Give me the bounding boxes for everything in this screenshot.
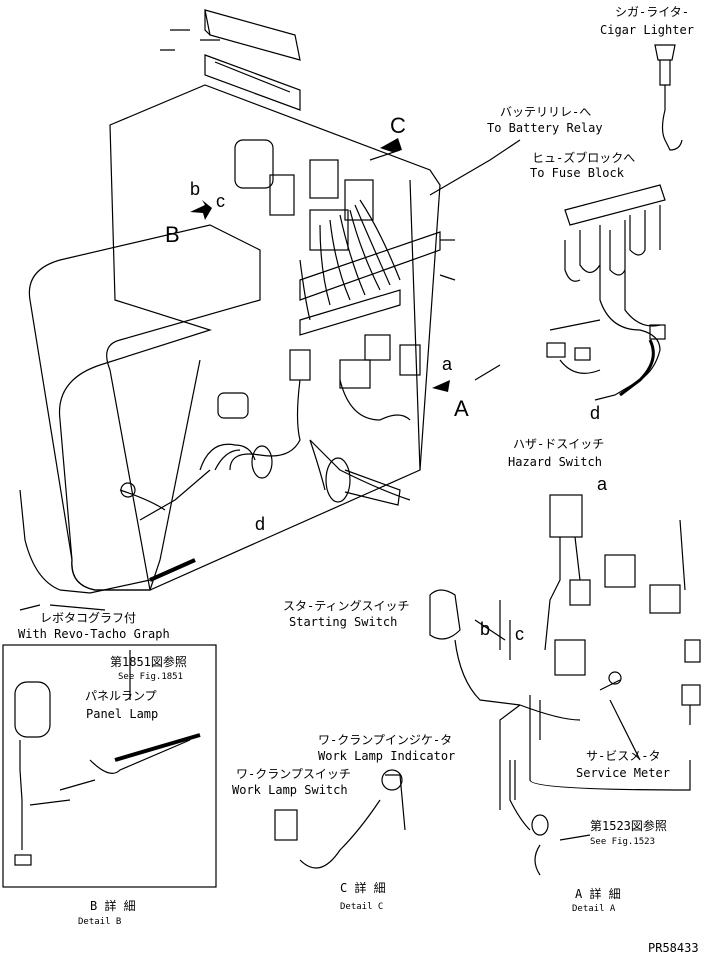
hazard-switch-jp: ハザ-ドスイッチ xyxy=(513,437,605,451)
part-number: PR58433 xyxy=(648,941,699,955)
work-lamp-switch-en: Work Lamp Switch xyxy=(232,783,348,797)
revo-tacho-en: With Revo-Tacho Graph xyxy=(18,627,170,641)
see-fig-1851-jp: 第1851図参照 xyxy=(110,655,187,669)
fuse-block-jp: ヒュ-ズブロックへ xyxy=(532,151,636,165)
cigar-lighter-en: Cigar Lighter xyxy=(600,23,694,37)
starting-switch xyxy=(429,589,461,640)
callout-B: B xyxy=(165,222,180,247)
callout-C: C xyxy=(390,113,406,138)
callout-c: c xyxy=(216,191,225,211)
meter-strip xyxy=(204,54,301,111)
fuse-block-en: To Fuse Block xyxy=(530,166,624,180)
detail-c-jp: C 詳 細 xyxy=(340,881,386,895)
service-meter-en: Service Meter xyxy=(576,766,670,780)
detail-c-en: Detail C xyxy=(340,902,384,912)
work-lamp-switch xyxy=(274,809,298,841)
arrow-a xyxy=(432,380,450,392)
terminal-bar xyxy=(299,231,441,301)
panel-lamp-en: Panel Lamp xyxy=(86,707,159,721)
see-fig-1523-jp: 第1523図参照 xyxy=(590,819,667,833)
callout-b-lower: b xyxy=(480,619,491,639)
detail-b-en: Detail B xyxy=(78,917,122,927)
hazard-switch-en: Hazard Switch xyxy=(508,455,602,469)
cigar-lighter xyxy=(654,44,676,61)
detail-a-en: Detail A xyxy=(572,904,616,914)
dashboard-panel xyxy=(58,84,441,591)
see-fig-1523-en: See Fig.1523 xyxy=(590,837,656,847)
starting-switch-en: Starting Switch xyxy=(289,615,398,629)
arrow-c xyxy=(380,138,402,152)
hazard-switch xyxy=(549,494,583,538)
callout-A: A xyxy=(454,396,469,421)
panel-lamp-jp: パネルランプ xyxy=(85,689,157,703)
revo-tacho-jp: レボタコグラフ付 xyxy=(40,611,137,625)
grommet xyxy=(325,457,351,503)
detail-a-jp: A 詳 細 xyxy=(575,887,621,901)
top-cover-bar xyxy=(204,9,301,61)
panel-side-cover xyxy=(28,224,261,591)
battery-relay-jp: バッテリリレ-へ xyxy=(500,105,592,119)
cigar-lighter-jp: シガ-ライタ- xyxy=(615,5,689,19)
service-meter-jp: サ-ビスメ-タ xyxy=(586,749,661,763)
detail-b-box xyxy=(2,644,217,888)
work-lamp-switch-jp: ワ-クランプスイッチ xyxy=(236,767,351,781)
starting-switch-jp: スタ-ティングスイッチ xyxy=(283,599,410,613)
battery-relay-en: To Battery Relay xyxy=(487,121,603,135)
callout-d: d xyxy=(255,514,266,534)
callout-c-lower: c xyxy=(515,624,524,644)
callout-b: b xyxy=(190,179,201,199)
callout-a-right: a xyxy=(597,474,608,494)
see-fig-1851-en: See Fig.1851 xyxy=(118,672,184,682)
fuse-block xyxy=(564,184,666,226)
work-lamp-indicator-jp: ワ-クランプインジケ-タ xyxy=(318,733,453,747)
callout-d-right: d xyxy=(590,403,601,423)
detail-b-jp: B 詳 細 xyxy=(90,899,136,913)
cylinder-part xyxy=(234,139,274,189)
callout-a: a xyxy=(442,354,453,374)
work-lamp-indicator-en: Work Lamp Indicator xyxy=(318,749,456,763)
arrow-b xyxy=(190,200,212,220)
